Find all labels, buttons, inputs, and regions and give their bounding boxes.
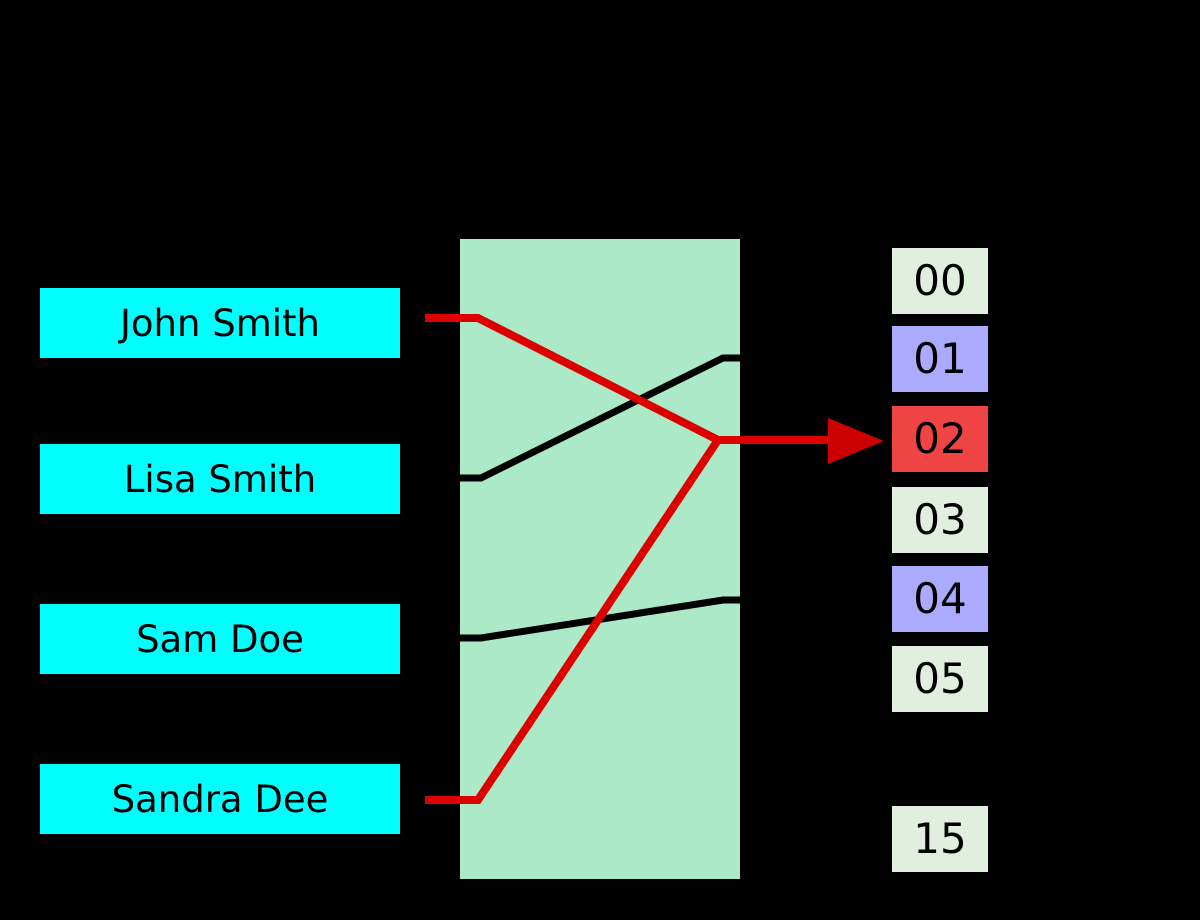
bucket-index-label: 15 (913, 814, 967, 863)
key-box-lisa-smith[interactable]: Lisa Smith (40, 444, 400, 514)
key-label: Sandra Dee (111, 777, 329, 821)
bucket-index-label: 02 (913, 414, 967, 463)
bucket-index-label: 05 (913, 654, 967, 703)
key-box-sandra-dee[interactable]: Sandra Dee (40, 764, 400, 834)
bucket-index-label: 03 (913, 495, 967, 544)
bucket-cell-02[interactable]: 02 (892, 406, 988, 472)
bucket-cell-05[interactable]: 05 (892, 646, 988, 712)
bucket-cell-01[interactable]: 01 (892, 326, 988, 392)
key-label: Sam Doe (136, 617, 304, 661)
key-box-sam-doe[interactable]: Sam Doe (40, 604, 400, 674)
key-label: John Smith (120, 301, 320, 345)
bucket-index-label: 00 (913, 256, 967, 305)
bucket-index-label: 04 (913, 574, 967, 623)
bucket-cell-15[interactable]: 15 (892, 806, 988, 872)
bucket-index-label: 01 (913, 334, 967, 383)
bucket-cell-03[interactable]: 03 (892, 487, 988, 553)
bucket-cell-04[interactable]: 04 (892, 566, 988, 632)
key-label: Lisa Smith (123, 457, 317, 501)
key-box-john-smith[interactable]: John Smith (40, 288, 400, 358)
hash-function-panel (460, 239, 740, 879)
bucket-cell-00[interactable]: 00 (892, 248, 988, 314)
arrow-head-icon (828, 418, 884, 464)
